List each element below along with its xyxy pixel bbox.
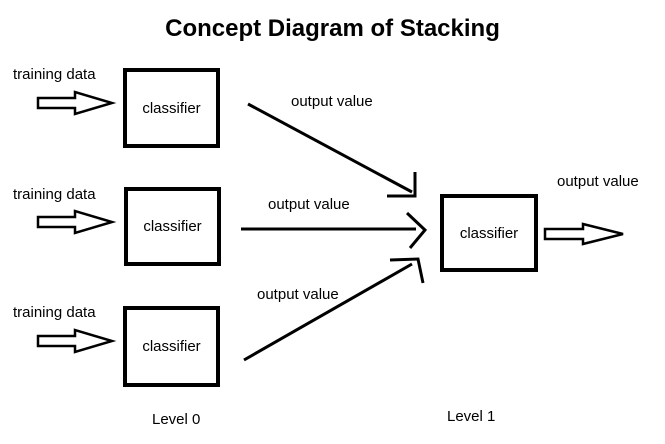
training-data-label: training data	[13, 186, 96, 203]
classifier-box-label: classifier	[142, 338, 201, 355]
training-data-block-arrow-icon	[36, 90, 117, 116]
classifier-box-label: classifier	[143, 218, 202, 235]
output-value-label: output value	[291, 93, 373, 110]
training-data-block-arrow-icon	[36, 328, 117, 354]
output-arrow-bottom	[243, 257, 425, 362]
training-data-label: training data	[13, 304, 96, 321]
output-value-label: output value	[257, 286, 339, 303]
classifier-box-label: classifier	[142, 99, 201, 117]
output-value-label: output value	[268, 196, 350, 213]
level1-classifier-box: classifier	[440, 194, 538, 272]
training-data-block-arrow-icon	[36, 209, 117, 235]
training-data-label: training data	[13, 66, 96, 83]
output-arrow-middle	[241, 211, 428, 249]
level0-classifier-box: classifier	[124, 187, 221, 266]
level0-classifier-box: classifier	[123, 306, 220, 387]
output-value-block-arrow-icon	[543, 222, 624, 246]
level1-caption: Level 1	[447, 408, 496, 425]
level0-caption: Level 0	[152, 411, 201, 428]
level0-classifier-box: classifier	[123, 68, 220, 148]
final-output-value-label: output value	[557, 173, 639, 190]
classifier-box-label: classifier	[459, 224, 519, 242]
diagram-title: Concept Diagram of Stacking	[165, 15, 500, 42]
output-arrow-top	[247, 102, 417, 198]
